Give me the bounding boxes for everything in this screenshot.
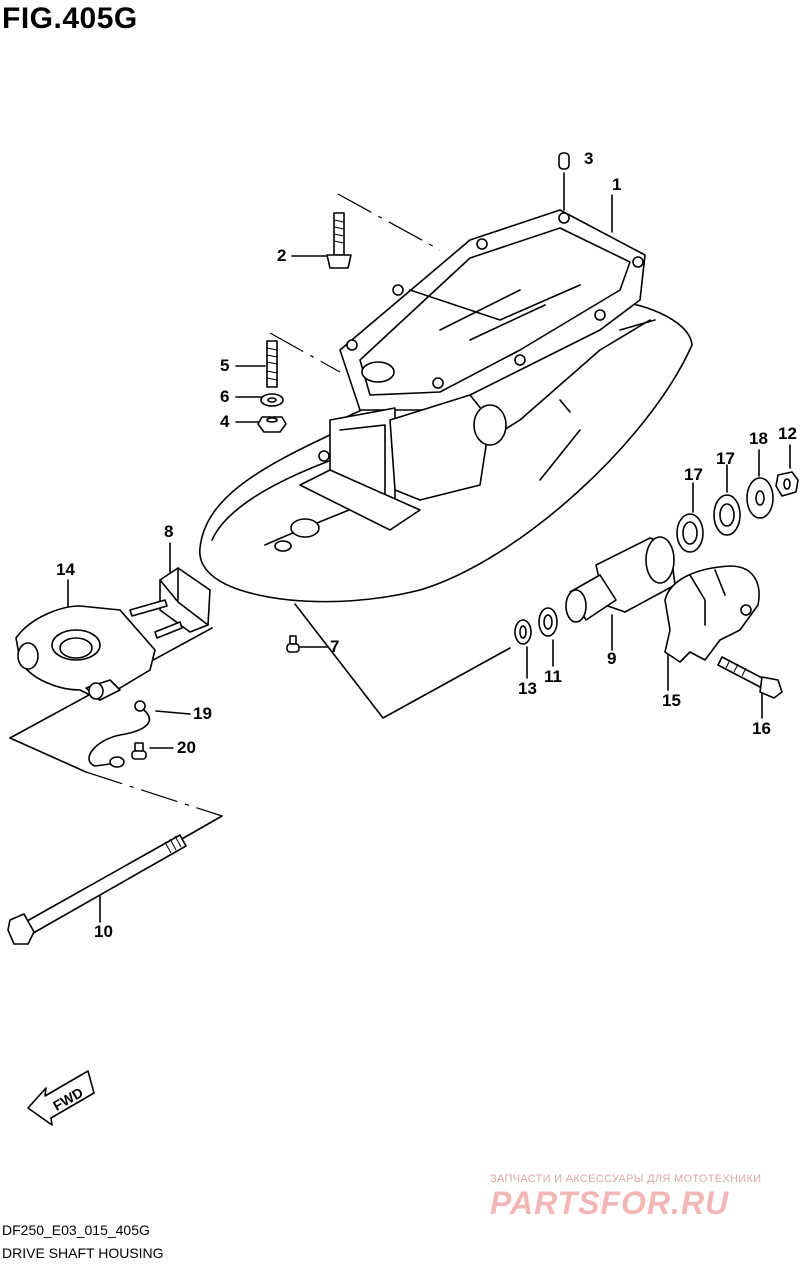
reference-lines	[9, 172, 791, 923]
washer-part-18	[746, 477, 774, 519]
callout-10: 10	[94, 922, 113, 941]
washer-part-6	[260, 393, 284, 407]
dowel-pin-part-3	[558, 152, 570, 170]
drive-shaft-housing	[199, 209, 693, 603]
diagram-code: DF250_E03_015_405G	[2, 1222, 150, 1238]
washer-part-11	[538, 607, 558, 637]
nut-part-4	[257, 416, 287, 433]
screw-part-7	[286, 635, 300, 653]
callout-15: 15	[662, 691, 681, 710]
ground-wire-part-19	[88, 700, 150, 768]
long-bolt-part-10	[7, 834, 187, 945]
watermark-brand: PARTSFOR.RU	[490, 1185, 730, 1221]
callout-17a: 17	[684, 465, 703, 484]
callout-16: 16	[752, 719, 771, 738]
callout-9: 9	[607, 649, 617, 668]
bolt-part-16	[717, 656, 783, 699]
washer-part-13	[514, 619, 532, 645]
callout-13: 13	[518, 679, 537, 698]
callout-19: 19	[193, 704, 212, 723]
callout-18: 18	[749, 429, 768, 448]
callout-14: 14	[56, 560, 75, 579]
stud-bolt-part-5	[266, 340, 278, 388]
callout-8: 8	[164, 522, 174, 541]
callout-17b: 17	[716, 449, 735, 468]
washer-part-17b	[713, 494, 741, 536]
washer-part-17a	[676, 513, 704, 553]
nut-part-12	[775, 471, 799, 497]
bolt-part-2	[326, 212, 352, 269]
callout-12: 12	[778, 424, 797, 443]
screw-part-20	[131, 742, 147, 760]
callout-4: 4	[220, 412, 230, 431]
fwd-arrow-icon: FWD	[27, 1070, 95, 1126]
watermark-tagline: ЗАПЧАСТИ И АКСЕССУАРЫ ДЛЯ МОТОТЕХНИКИ	[490, 1173, 762, 1185]
clamp-part-15	[664, 565, 760, 663]
callout-6: 6	[220, 387, 230, 406]
callout-7: 7	[330, 637, 340, 656]
callout-11: 11	[544, 667, 562, 686]
clamp-bracket-part-14	[15, 605, 156, 701]
connector-part-8	[129, 567, 211, 639]
callout-3: 3	[584, 149, 594, 168]
callout-2: 2	[277, 246, 287, 265]
sleeve-part-9	[565, 536, 676, 623]
figure-title: FIG.405G	[2, 2, 138, 35]
callout-5: 5	[220, 356, 230, 375]
callout-20: 20	[177, 738, 196, 757]
diagram-name: DRIVE SHAFT HOUSING	[2, 1245, 164, 1261]
callout-1: 1	[612, 175, 622, 194]
